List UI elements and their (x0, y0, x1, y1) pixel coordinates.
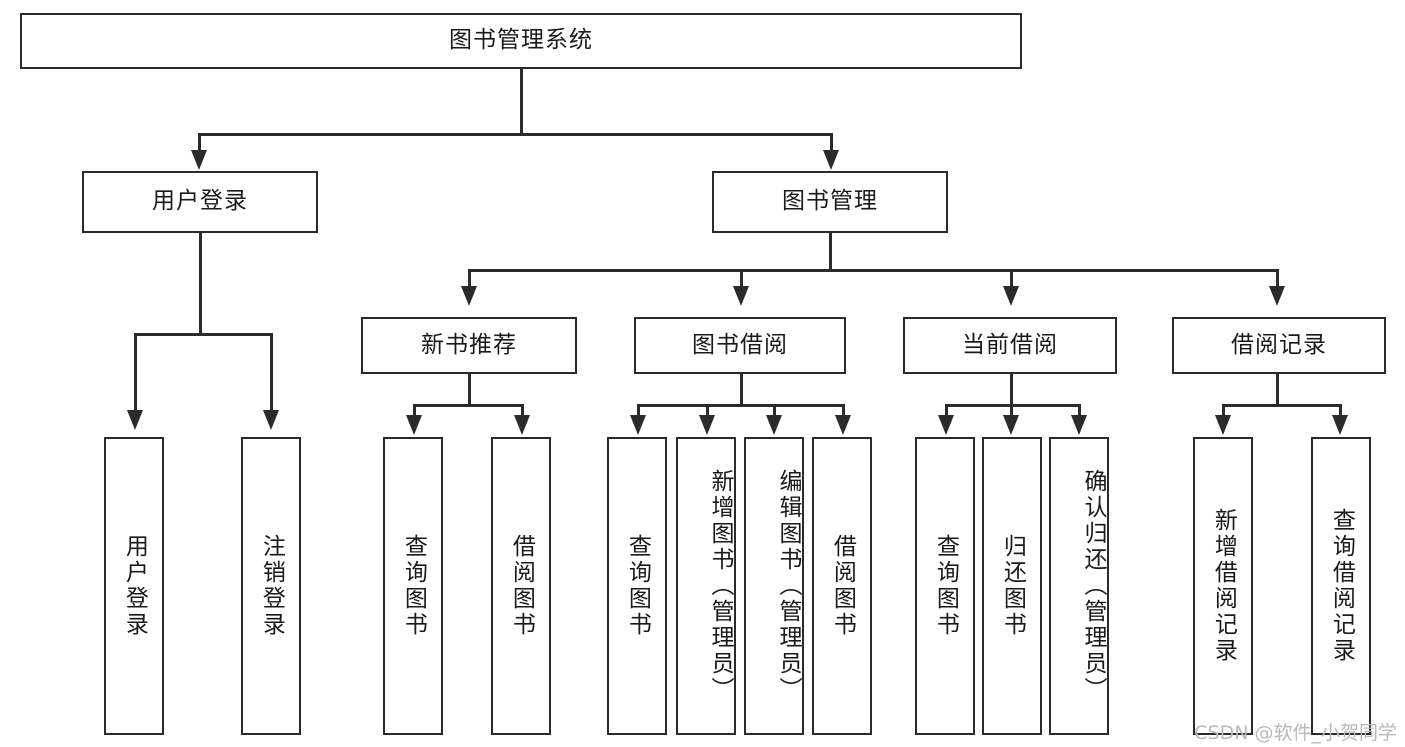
connector-nbr-drop-1 (413, 404, 416, 418)
arrowhead-borrow-record (1269, 286, 1285, 306)
arrowhead-leaf-query-book-1 (406, 415, 422, 435)
connector-bm-drop-1 (468, 269, 471, 289)
node-label: 借阅记录 (1231, 331, 1327, 358)
node-root-book-management-system[interactable]: 图书管理系统 (20, 13, 1022, 69)
connector-br-bus (1222, 404, 1341, 407)
node-label: 查询图书 (624, 534, 651, 638)
connector-bm-drop-2 (740, 269, 743, 289)
arrowhead-leaf-borrow-book-1 (514, 415, 530, 435)
node-label: 借阅图书 (829, 534, 856, 638)
connector-cb-drop-3 (1078, 404, 1081, 418)
connector-user-login-drop-1 (134, 333, 137, 415)
connector-cb-bus (945, 404, 1080, 407)
node-label: 借阅图书 (508, 534, 535, 638)
arrowhead-book-management (823, 150, 839, 170)
connector-book-management-stem (829, 233, 832, 271)
connector-root-drop-left (198, 133, 201, 155)
connector-cb-drop-1 (945, 404, 948, 418)
node-borrow-record[interactable]: 借阅记录 (1172, 317, 1386, 374)
connector-bb-bus (637, 404, 844, 407)
node-current-borrow[interactable]: 当前借阅 (903, 317, 1117, 374)
arrowhead-leaf-add-record (1215, 415, 1231, 435)
arrowhead-new-book-recommend (461, 286, 477, 306)
arrowhead-leaf-return-book (1003, 415, 1019, 435)
node-leaf-borrow-book-1[interactable]: 借阅图书 (491, 437, 551, 735)
connector-bm-drop-4 (1276, 269, 1279, 289)
arrowhead-book-borrow (733, 286, 749, 306)
node-leaf-borrow-book-2[interactable]: 借阅图书 (812, 437, 872, 735)
node-leaf-query-record[interactable]: 查询借阅记录 (1311, 437, 1371, 735)
arrowhead-leaf-confirm-return (1071, 415, 1087, 435)
arrowhead-current-borrow (1003, 286, 1019, 306)
connector-user-login-stem (199, 233, 202, 335)
node-leaf-query-book-1[interactable]: 查询图书 (383, 437, 443, 735)
node-leaf-return-book[interactable]: 归还图书 (982, 437, 1042, 735)
connector-br-drop-2 (1339, 404, 1342, 418)
node-label: 当前借阅 (962, 331, 1058, 358)
node-leaf-query-book-3[interactable]: 查询图书 (915, 437, 975, 735)
node-label: 图书管理系统 (449, 27, 593, 54)
node-leaf-confirm-return[interactable]: 确认归还（管理员） (1049, 437, 1109, 735)
node-label: 编辑图书（管理员） (775, 469, 801, 703)
connector-root-stem (520, 69, 523, 135)
connector-root-bus (198, 133, 832, 136)
node-leaf-add-record[interactable]: 新增借阅记录 (1193, 437, 1253, 735)
node-label: 确认归还（管理员） (1080, 469, 1106, 703)
node-label: 用户登录 (121, 534, 148, 638)
node-leaf-query-book-2[interactable]: 查询图书 (607, 437, 667, 735)
csdn-watermark: CSDN @软件_小贺同学 (1194, 722, 1397, 744)
connector-user-login-drop-2 (270, 333, 273, 415)
arrowhead-leaf-edit-book (766, 415, 782, 435)
connector-cb-stem (1010, 374, 1013, 406)
node-label: 新书推荐 (421, 331, 517, 358)
node-label: 归还图书 (999, 534, 1026, 638)
node-label: 用户登录 (152, 188, 248, 215)
connector-user-login-bus (134, 333, 272, 336)
arrowhead-leaf-add-book (699, 415, 715, 435)
connector-bb-drop-3 (773, 404, 776, 418)
node-label: 图书借阅 (692, 331, 788, 358)
node-label: 图书管理 (782, 188, 878, 215)
node-leaf-logout[interactable]: 注销登录 (241, 437, 301, 735)
connector-bb-drop-4 (842, 404, 845, 418)
connector-cb-drop-2 (1010, 404, 1013, 418)
node-label: 新增借阅记录 (1210, 508, 1237, 664)
connector-br-drop-1 (1222, 404, 1225, 418)
connector-bb-drop-1 (637, 404, 640, 418)
node-leaf-user-login[interactable]: 用户登录 (104, 437, 164, 735)
node-label: 新增图书（管理员） (707, 469, 733, 703)
node-user-login[interactable]: 用户登录 (82, 171, 318, 233)
arrowhead-leaf-borrow-book-2 (835, 415, 851, 435)
connector-root-drop-right (830, 133, 833, 155)
connector-bb-stem (740, 374, 743, 406)
connector-nbr-stem (468, 374, 471, 406)
connector-book-management-bus (468, 269, 1278, 272)
arrowhead-leaf-query-book-3 (938, 415, 954, 435)
node-leaf-add-book[interactable]: 新增图书（管理员） (676, 437, 736, 735)
node-label: 注销登录 (258, 534, 285, 638)
node-leaf-edit-book[interactable]: 编辑图书（管理员） (744, 437, 804, 735)
node-book-borrow[interactable]: 图书借阅 (634, 317, 846, 374)
node-label: 查询图书 (400, 534, 427, 638)
connector-nbr-bus (413, 404, 523, 407)
connector-bm-drop-3 (1010, 269, 1013, 289)
arrowhead-user-login (191, 150, 207, 170)
connector-nbr-drop-2 (521, 404, 524, 418)
arrowhead-leaf-user-login (127, 410, 143, 430)
node-book-management[interactable]: 图书管理 (712, 171, 948, 233)
node-label: 查询借阅记录 (1328, 508, 1355, 664)
connector-bb-drop-2 (706, 404, 709, 418)
node-new-book-recommend[interactable]: 新书推荐 (361, 317, 577, 374)
arrowhead-leaf-logout (263, 410, 279, 430)
arrowhead-leaf-query-book-2 (630, 415, 646, 435)
connector-br-stem (1276, 374, 1279, 406)
node-label: 查询图书 (932, 534, 959, 638)
arrowhead-leaf-query-record (1332, 415, 1348, 435)
